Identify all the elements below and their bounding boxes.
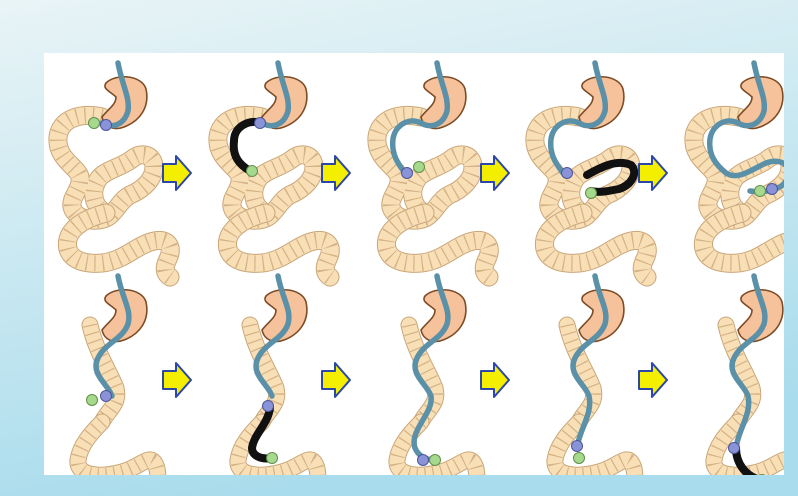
step-arrow-row2-3: [481, 363, 509, 397]
scope-balloon: [562, 168, 573, 179]
step-panel-row2-step4: [555, 276, 637, 475]
overtube-balloon: [430, 455, 441, 466]
overtube-balloon: [247, 166, 258, 177]
scope-balloon: [418, 455, 429, 466]
enteroscopy-steps-diagram: [44, 53, 784, 475]
step-arrow-row1-1: [163, 156, 191, 190]
step-panel-row1-step5: [694, 63, 784, 277]
overtube-balloon: [87, 395, 98, 406]
step-panel-row2-step2: [238, 276, 320, 475]
overtube: [234, 122, 262, 171]
scope-balloon: [101, 391, 112, 402]
scope-balloon: [255, 118, 266, 129]
overtube-balloon: [574, 453, 585, 464]
step-panel-row2-step5: [714, 276, 784, 475]
scope-balloon: [729, 443, 740, 454]
step-arrow-row2-1: [163, 363, 191, 397]
overtube-balloon: [414, 162, 425, 173]
step-arrow-row2-2: [322, 363, 350, 397]
overtube-balloon: [755, 186, 766, 197]
overtube-balloon: [267, 453, 278, 464]
diagram-panel: [44, 53, 784, 475]
step-panel-row1-step3: [377, 63, 489, 277]
step-panel-row2-step1: [78, 276, 160, 475]
step-panel-row1-step1: [58, 63, 170, 277]
step-panel-row1-step4: [535, 63, 647, 277]
overtube-balloon: [89, 118, 100, 129]
step-panel-row2-step3: [397, 276, 479, 475]
step-arrow-row1-4: [639, 156, 667, 190]
scope-balloon: [101, 120, 112, 131]
step-arrow-row1-3: [481, 156, 509, 190]
step-panel-row1-step2: [218, 63, 330, 277]
step-arrow-row2-4: [639, 363, 667, 397]
scope-balloon: [402, 168, 413, 179]
scope-balloon: [767, 184, 778, 195]
scope-balloon: [572, 441, 583, 452]
scope-balloon: [263, 401, 274, 412]
step-arrow-row1-2: [322, 156, 350, 190]
overtube-balloon: [586, 188, 597, 199]
